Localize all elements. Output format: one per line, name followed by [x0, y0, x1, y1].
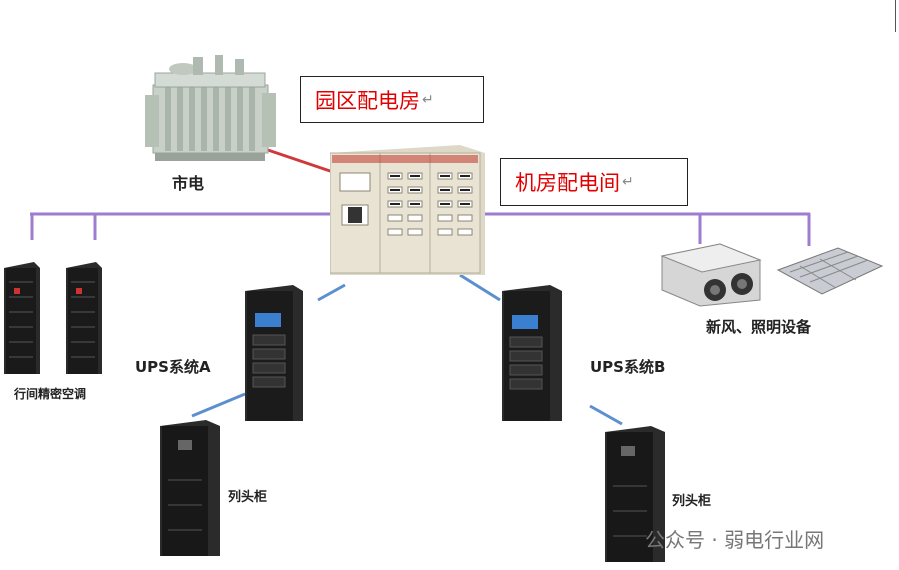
ventilation-lighting-devices-icon	[660, 243, 884, 307]
ups-b-to-cabinet-line	[589, 404, 623, 426]
ventilation-lighting-label: 新风、照明设备	[706, 318, 812, 336]
ups-a-label: UPS系统A	[135, 358, 211, 376]
ups-a-cabinet-icon	[245, 285, 303, 421]
city-power-feed-line	[261, 146, 334, 174]
row-head-cabinet-a-label: 列头柜	[228, 490, 268, 505]
datacenter-distribution-room-box: 机房配电间↵	[500, 158, 688, 206]
switchgear-cabinet-icon	[330, 145, 485, 275]
ups-b-feed-line	[459, 273, 501, 302]
row-head-cabinet-a-icon	[160, 420, 220, 556]
row-head-cabinet-b-icon	[605, 426, 665, 562]
watermark: 公众号 · 弱电行业网	[645, 528, 825, 552]
transformer-icon	[145, 55, 276, 161]
row-head-cabinet-b-label: 列头柜	[672, 494, 712, 509]
park-distribution-room-box: 园区配电房↵	[300, 76, 484, 123]
park-distribution-room-label: 园区配电房	[315, 88, 420, 113]
return-mark: ↵	[622, 174, 634, 190]
return-mark: ↵	[422, 91, 434, 108]
ups-b-label: UPS系统B	[590, 358, 666, 376]
inrow-ac-label: 行间精密空调	[14, 387, 87, 401]
ups-b-cabinet-icon	[502, 285, 562, 421]
ups-a-to-cabinet-line	[191, 392, 246, 418]
inrow-ac-units-icon	[4, 262, 102, 374]
edge-divider	[895, 0, 896, 32]
ups-a-feed-line	[317, 283, 346, 302]
city-power-label: 市电	[172, 174, 205, 193]
datacenter-distribution-room-label: 机房配电间	[515, 171, 620, 195]
